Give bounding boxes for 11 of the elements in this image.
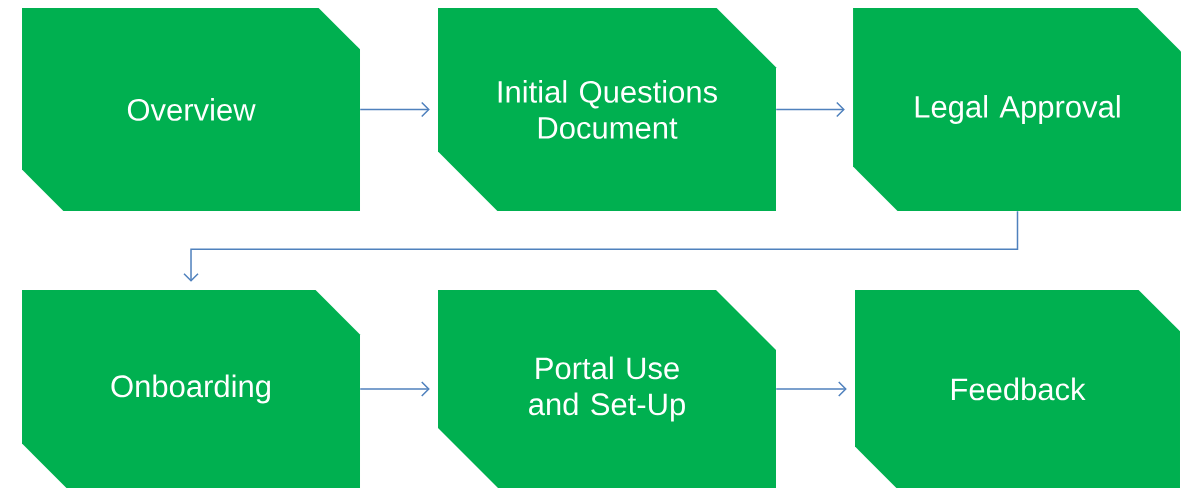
- arrow: [775, 101, 845, 118]
- arrow: [359, 101, 430, 118]
- process-box: Onboarding: [22, 290, 360, 488]
- arrow: [359, 381, 430, 397]
- process-box: Legal Approval: [853, 8, 1181, 211]
- process-box: Portal Use and Set-Up: [438, 290, 776, 488]
- process-box: Initial Questions Document: [438, 8, 776, 211]
- arrow: [775, 381, 847, 397]
- process-box: Feedback: [855, 290, 1180, 488]
- arrow: [183, 210, 1019, 282]
- process-box: Overview: [22, 8, 360, 211]
